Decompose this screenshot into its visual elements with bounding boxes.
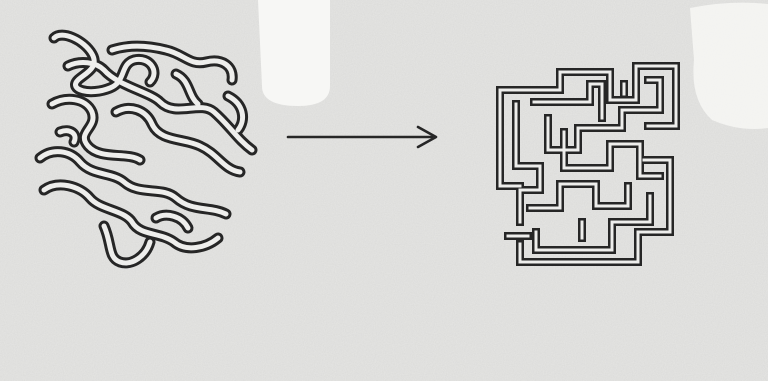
paper-light-patch — [258, 0, 330, 106]
